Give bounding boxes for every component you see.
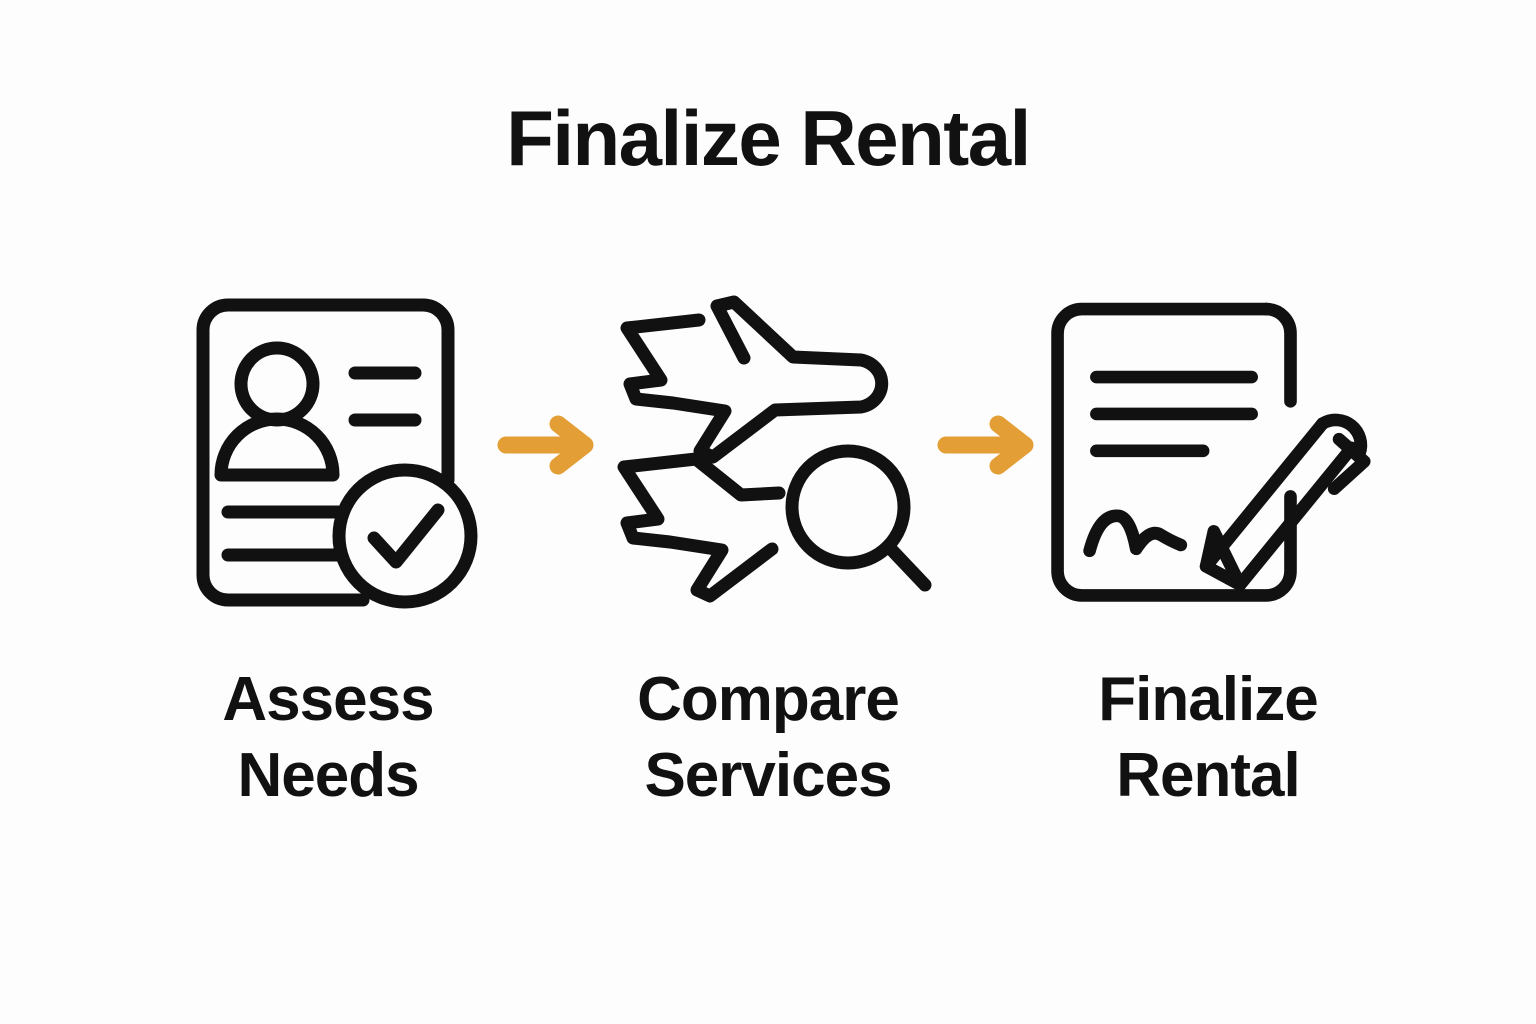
step-label-line-2: Services: [644, 741, 892, 810]
step-label-assess-needs: Assess Needs: [222, 662, 434, 814]
connector-2: [933, 270, 1043, 620]
arrow-right-icon: [497, 415, 594, 475]
step-label-line-1: Finalize: [1098, 665, 1318, 734]
step-finalize-rental[interactable]: Finalize Rental: [1043, 270, 1373, 814]
step-label-line-1: Assess: [222, 665, 434, 734]
profile-document-check-icon: [163, 270, 493, 620]
step-label-compare-services: Compare Services: [637, 662, 900, 814]
airplanes-magnifier-icon: [603, 270, 933, 620]
step-label-line-1: Compare: [637, 665, 900, 734]
page-title: Finalize Rental: [506, 94, 1031, 182]
arrow-right-icon: [937, 415, 1034, 475]
process-flow: Assess Needs: [0, 270, 1536, 850]
step-assess-needs[interactable]: Assess Needs: [163, 270, 493, 814]
step-label-finalize-rental: Finalize Rental: [1098, 662, 1318, 814]
contract-signature-pen-icon: [1043, 270, 1373, 620]
step-label-line-2: Needs: [237, 741, 419, 810]
connector-1: [493, 270, 603, 620]
step-compare-services[interactable]: Compare Services: [603, 270, 933, 814]
step-label-line-2: Rental: [1116, 741, 1300, 810]
